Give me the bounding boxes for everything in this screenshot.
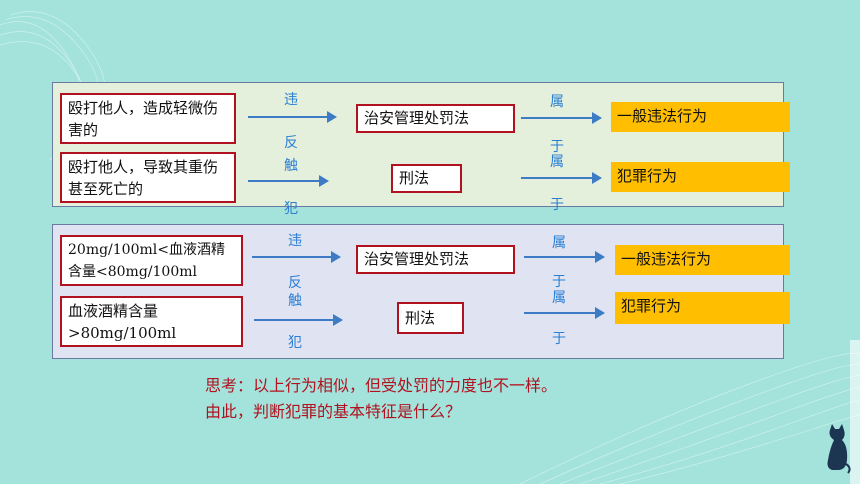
case-minor-injury: 殴打他人，造成轻微伤害的 [60,93,236,144]
case-alcohol-high: 血液酒精含量>80mg/100ml [60,296,243,347]
label-shu2: 属 [550,154,564,170]
arrow-belong-4 [524,307,605,319]
result-general-violation-b: 一般违法行为 [615,245,790,275]
label-fan2-b: 犯 [288,335,302,351]
result-general-violation: 一般违法行为 [611,102,790,132]
label-shu-b: 属 [552,235,566,251]
result-crime-b: 犯罪行为 [615,292,790,324]
case-alcohol-low: 20mg/100ml<血液酒精含量<80mg/100ml [60,235,243,286]
label-chu: 触 [284,158,298,174]
label-shu2-b: 属 [552,290,566,306]
label-fan: 反 [284,135,298,151]
result-crime: 犯罪行为 [611,162,790,192]
arrow-violate-2 [248,175,329,187]
arrow-belong-1 [521,112,602,124]
label-fan-b: 反 [288,275,302,291]
question-line-1: 思考：以上行为相似，但受处罚的力度也不一样。 [205,376,558,395]
arrow-belong-3 [524,251,605,263]
arrow-violate-4 [254,314,343,326]
cat-icon [827,424,851,474]
law-criminal: 刑法 [391,164,462,193]
label-shu: 属 [550,94,564,110]
label-chu-b: 触 [288,293,302,309]
label-yu2-b: 于 [552,331,566,347]
arrow-violate-1 [248,111,337,123]
label-wei-b: 违 [288,233,302,249]
label-wei: 违 [284,92,298,108]
label-fan2: 犯 [284,201,298,217]
question-line-2: 由此，判断犯罪的基本特征是什么？ [205,402,462,421]
label-yu: 于 [550,139,564,155]
label-yu-b: 于 [552,274,566,290]
law-public-security: 治安管理处罚法 [356,104,515,133]
law-criminal-b: 刑法 [397,302,464,334]
law-public-security-b: 治安管理处罚法 [356,245,515,274]
arrow-violate-3 [252,251,341,263]
case-serious-injury: 殴打他人，导致其重伤甚至死亡的 [60,152,236,203]
arrow-belong-2 [521,172,602,184]
label-yu2: 于 [550,197,564,213]
